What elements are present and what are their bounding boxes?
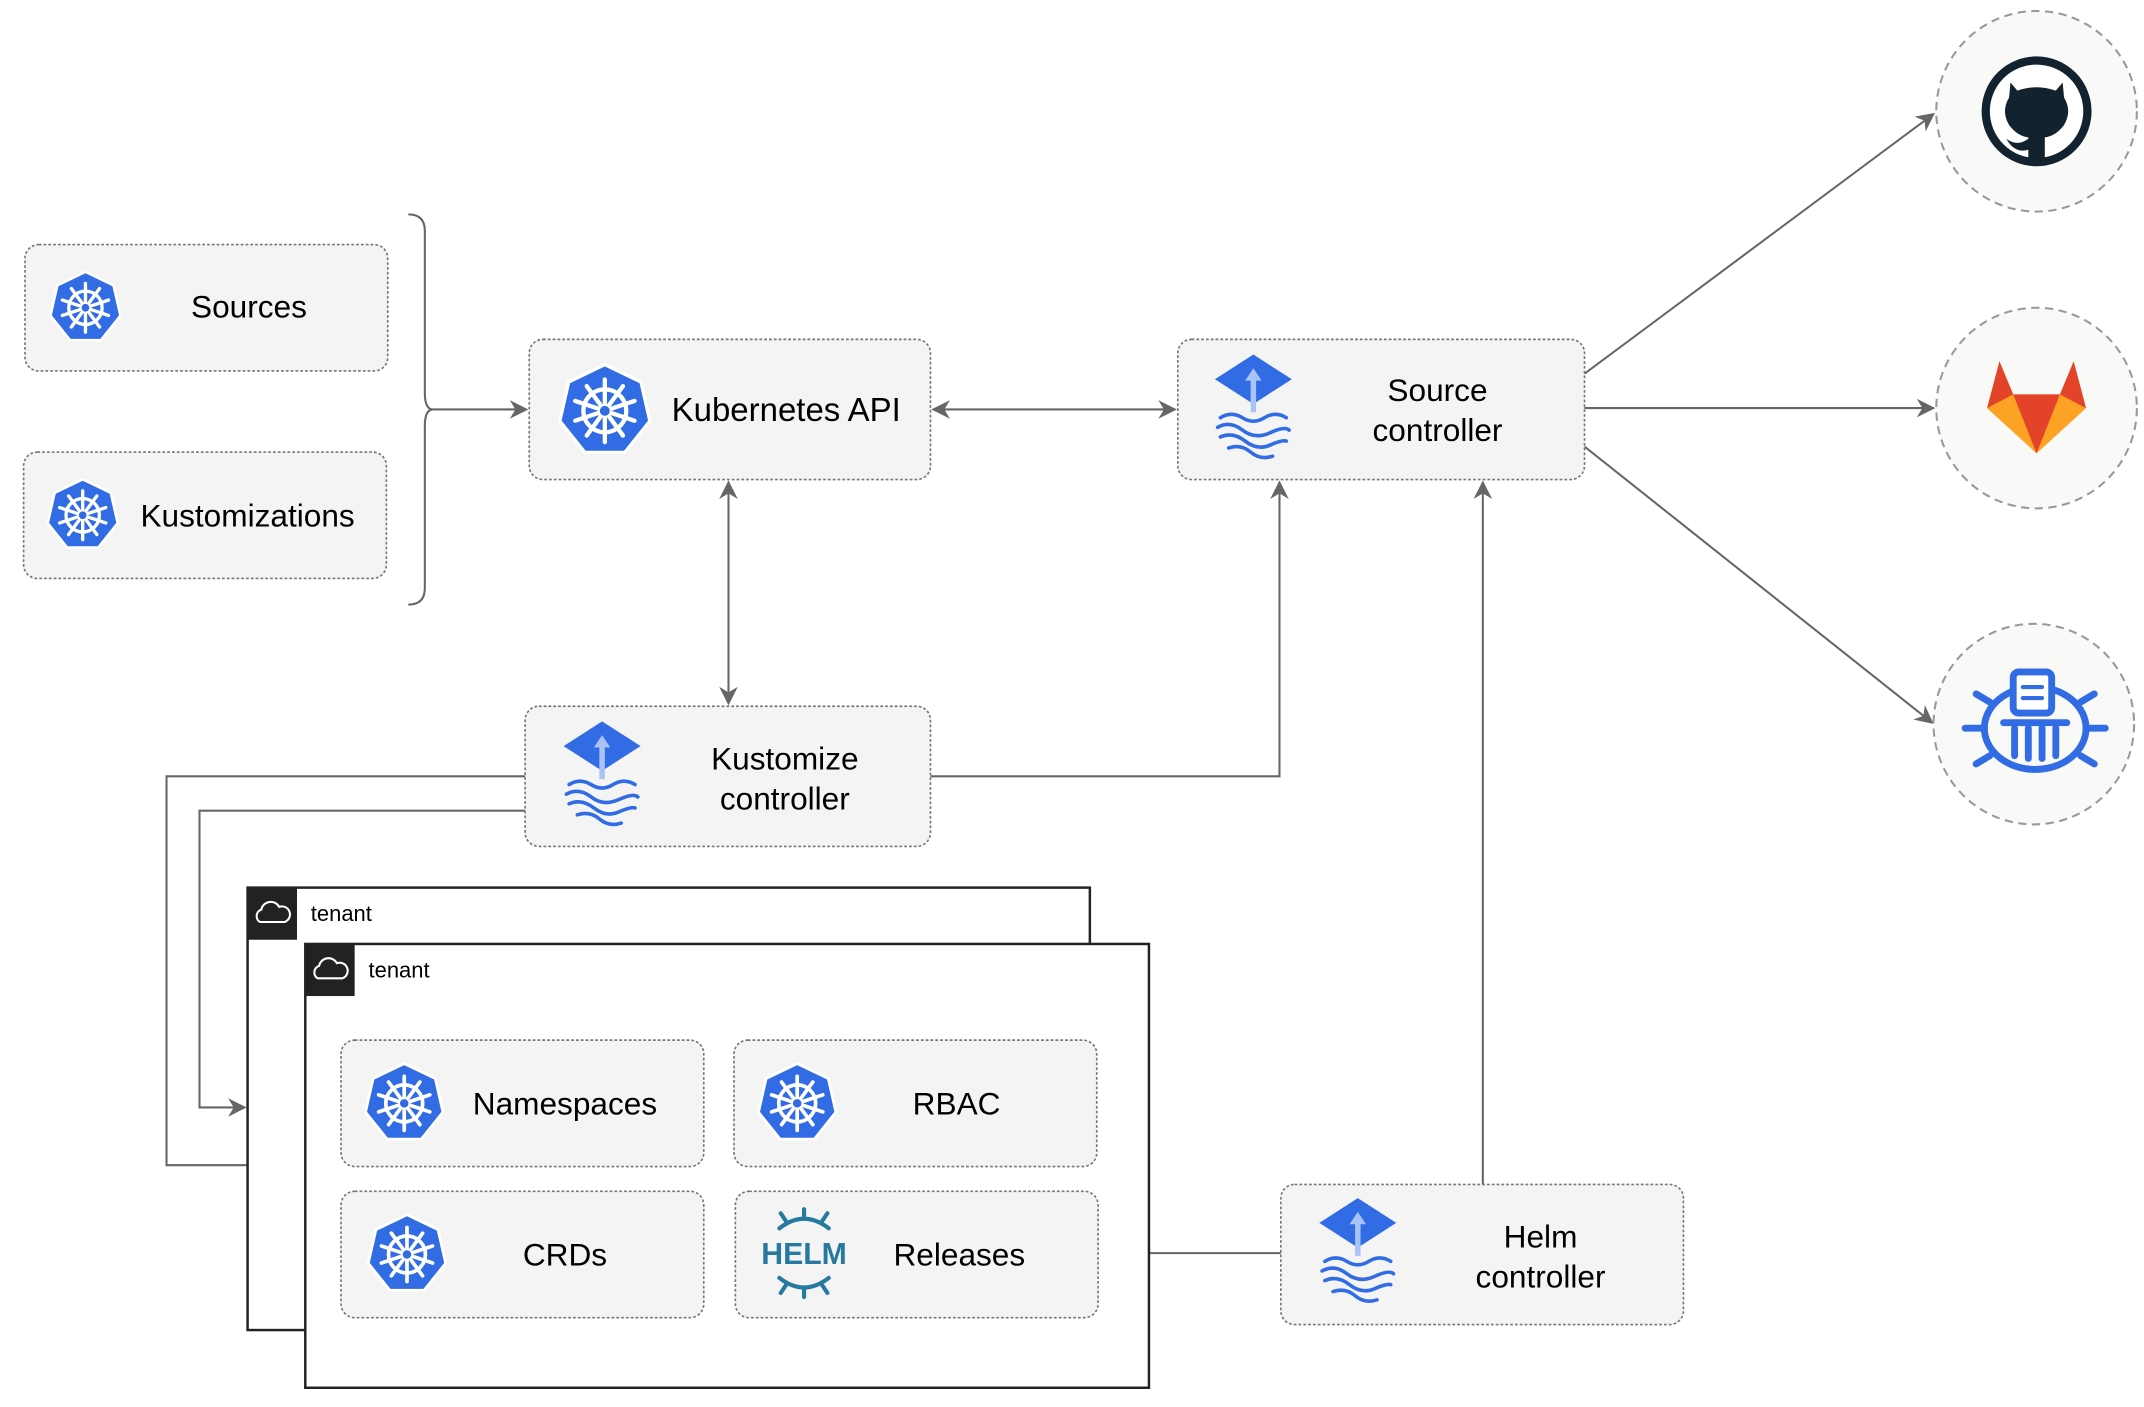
rbac-label: RBAC <box>913 1085 1001 1121</box>
helm-logo-text: HELM <box>761 1238 847 1271</box>
edge-kustomize-to-tenant-2 <box>165 775 526 1175</box>
github-node[interactable] <box>1935 9 2138 213</box>
helm-controller-label-1: Helm <box>1504 1219 1578 1255</box>
gitlab-node[interactable] <box>1935 306 2138 510</box>
releases-node[interactable]: HELM Releases <box>734 1190 1099 1319</box>
tenant-label: tenant <box>311 901 372 926</box>
rbac-node[interactable]: RBAC <box>733 1039 1098 1168</box>
kustomizations-node[interactable]: Kustomizations <box>22 451 388 580</box>
crds-label: CRDs <box>523 1236 607 1272</box>
kustomizations-label: Kustomizations <box>140 497 354 533</box>
namespaces-label: Namespaces <box>473 1085 657 1121</box>
helm-logo: HELM <box>761 1207 847 1300</box>
releases-label: Releases <box>893 1236 1025 1272</box>
kubernetes-api-node[interactable]: Kubernetes API <box>528 338 932 481</box>
kustomize-controller-label-2: controller <box>720 780 850 816</box>
helm-controller-label-2: controller <box>1476 1258 1606 1294</box>
cloud-icon <box>247 887 298 940</box>
kubernetes-api-label: Kubernetes API <box>672 391 901 428</box>
kustomize-controller-node[interactable]: Kustomize controller <box>524 705 932 848</box>
source-controller-label-2: controller <box>1373 412 1503 448</box>
kustomize-controller-label-1: Kustomize <box>711 740 858 776</box>
sources-label: Sources <box>191 288 307 324</box>
crds-node[interactable]: CRDs <box>340 1190 705 1319</box>
sources-node[interactable]: Sources <box>24 243 389 372</box>
source-controller-node[interactable]: Source controller <box>1176 338 1586 481</box>
bucket-icon <box>1961 668 2109 773</box>
gitlab-icon <box>1987 361 2087 454</box>
helm-controller-node[interactable]: Helm controller <box>1280 1183 1685 1326</box>
edge-kustomize-to-source <box>930 480 1289 778</box>
grouping-brace <box>408 213 434 606</box>
github-icon <box>1981 56 2092 167</box>
edge-kustomize-to-tenant-1 <box>198 809 526 1117</box>
tenant-label: tenant <box>369 958 430 983</box>
edge-source-to-bucket <box>1583 445 1934 724</box>
bucket-node[interactable] <box>1932 622 2136 826</box>
namespaces-node[interactable]: Namespaces <box>340 1039 705 1168</box>
cloud-icon <box>305 943 355 997</box>
source-controller-label-1: Source <box>1387 372 1487 408</box>
edge-source-to-github <box>1583 112 1936 375</box>
